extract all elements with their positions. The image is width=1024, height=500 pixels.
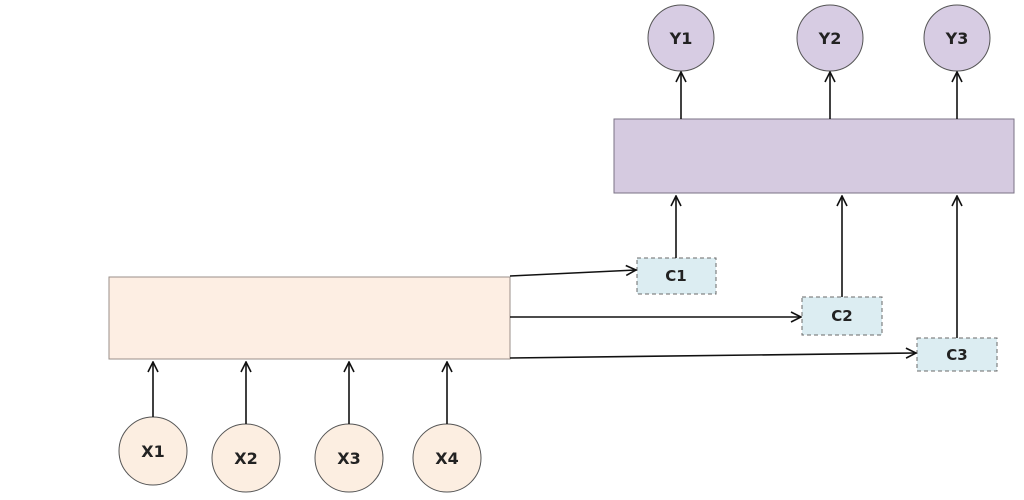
input-node-x4: X4 <box>412 423 482 493</box>
output-node-y1: Y1 <box>647 4 715 72</box>
encoder-block <box>108 276 511 360</box>
input-label: X3 <box>337 449 360 468</box>
input-label: X2 <box>234 449 257 468</box>
input-node-x3: X3 <box>314 423 384 493</box>
input-label: X1 <box>141 442 164 461</box>
output-node-y3: Y3 <box>923 4 991 72</box>
input-label: X4 <box>435 449 458 468</box>
context-label: C3 <box>946 346 967 364</box>
input-node-x1: X1 <box>118 416 188 486</box>
context-box-c1: C1 <box>636 257 717 295</box>
context-label: C2 <box>831 307 852 325</box>
context-box-c3: C3 <box>916 337 998 372</box>
context-label: C1 <box>665 267 686 285</box>
context-box-c2: C2 <box>801 296 883 336</box>
input-node-x2: X2 <box>211 423 281 493</box>
output-label: Y2 <box>818 29 842 48</box>
arrow-encoder-to-c1 <box>509 270 636 277</box>
decoder-block <box>613 118 1015 194</box>
output-label: Y1 <box>669 29 693 48</box>
arrow-encoder-to-c3 <box>509 353 916 358</box>
output-label: Y3 <box>945 29 969 48</box>
output-node-y2: Y2 <box>796 4 864 72</box>
